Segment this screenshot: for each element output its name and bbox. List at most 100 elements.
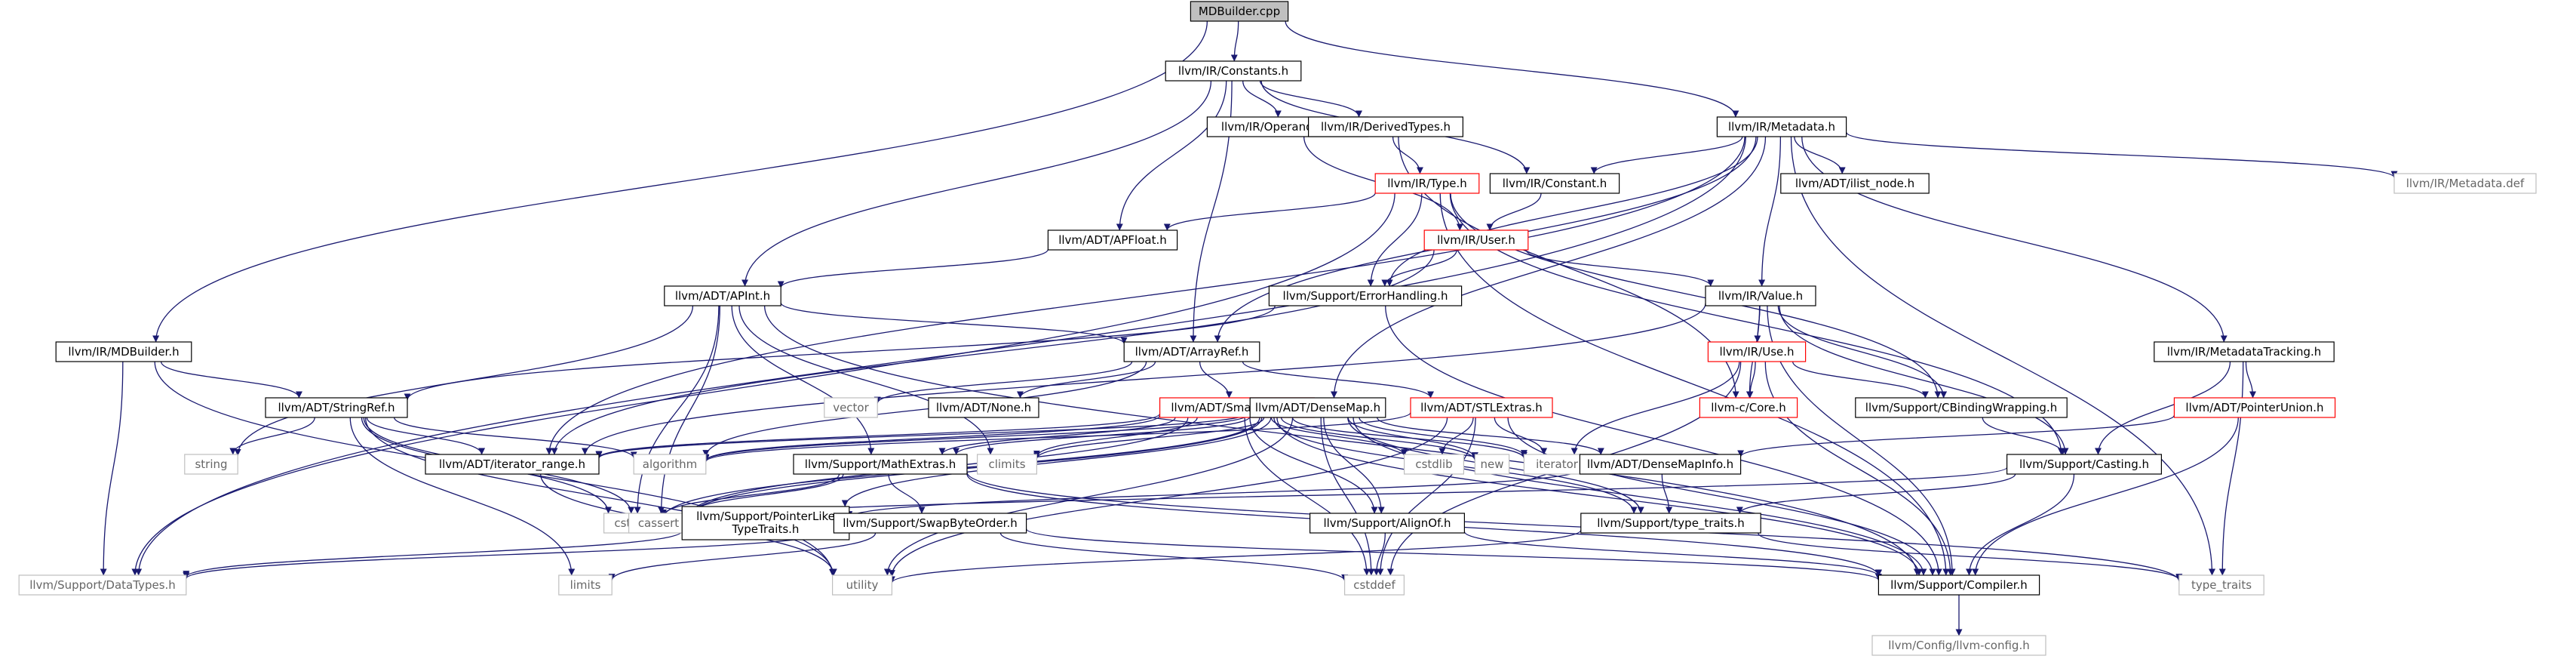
edge-constants-h-to-apint-h — [741, 80, 1212, 287]
node-arrayref-h[interactable]: llvm/ADT/ArrayRef.h — [1123, 341, 1260, 362]
node-apfloat-h[interactable]: llvm/ADT/APFloat.h — [1047, 229, 1178, 251]
node-none-h[interactable]: llvm/ADT/None.h — [928, 397, 1039, 418]
edge-smallvector-h-to-climits — [1033, 417, 1198, 457]
node-box — [1423, 229, 1529, 251]
node-vector: vector — [824, 397, 878, 418]
node-label: limits — [570, 578, 601, 592]
node-box — [681, 506, 850, 540]
edge-metadatatracking-h-to-casting-h — [2095, 361, 2231, 455]
node-pointerunion-h[interactable]: llvm/ADT/PointerUnion.h — [2173, 397, 2336, 418]
node-label: llvm/IR/Use.h — [1719, 345, 1794, 359]
node-swapbyteorder-h[interactable]: llvm/Support/SwapByteOrder.h — [833, 513, 1027, 534]
node-box — [184, 454, 238, 475]
node-metadatatracking-h[interactable]: llvm/IR/MetadataTracking.h — [2154, 341, 2335, 362]
node-casting-h[interactable]: llvm/Support/Casting.h — [2006, 454, 2163, 475]
edge-swapbyteorder-h-to-cstddef — [999, 532, 1348, 581]
node-mdbuilder-h[interactable]: llvm/IR/MDBuilder.h — [55, 341, 192, 362]
edge-metadata-h-to-errorhandling-h — [1386, 136, 1758, 287]
node-box — [1309, 513, 1465, 534]
node-label: iterator — [1536, 457, 1579, 471]
node-compiler-h[interactable]: llvm/Support/Compiler.h — [1878, 574, 2040, 596]
node-user-h[interactable]: llvm/IR/User.h — [1423, 229, 1529, 251]
edge-smallvector-h-to-alignof-h — [1249, 417, 1378, 514]
node-box — [1580, 513, 1761, 534]
node-stringref-h[interactable]: llvm/ADT/StringRef.h — [265, 397, 408, 418]
edge-errorhandling-h-to-stringref-h — [404, 305, 1276, 401]
node-label: cstdlib — [1415, 457, 1452, 471]
node-cstdlib: cstdlib — [1403, 454, 1464, 475]
node-label: llvm/IR/Type.h — [1387, 177, 1467, 190]
node-stlextras-h[interactable]: llvm/ADT/STLExtras.h — [1410, 397, 1553, 418]
node-derivedtypes-h[interactable]: llvm/IR/DerivedTypes.h — [1307, 116, 1463, 137]
edge-metadata-h-to-type-traits — [1790, 136, 2215, 576]
node-box — [976, 454, 1037, 475]
edge-densemap-h-to-algorithm — [702, 413, 1251, 462]
node-box — [1523, 454, 1591, 475]
node-densemap-h[interactable]: llvm/ADT/DenseMap.h — [1249, 397, 1386, 418]
node-box — [1474, 454, 1510, 475]
edge-smallvector-h-to-cstddef — [1244, 417, 1371, 576]
node-label: llvm/IR/MetadataTracking.h — [2167, 345, 2322, 359]
edge-mdbuilder-cpp-to-metadata-h — [1285, 20, 1739, 118]
node-label: llvm/IR/Metadata.def — [2406, 177, 2525, 190]
node-cbindingwrapping-h[interactable]: llvm/Support/CBindingWrapping.h — [1855, 397, 2068, 418]
node-value-h[interactable]: llvm/IR/Value.h — [1705, 285, 1816, 306]
node-iterator: iterator — [1523, 454, 1591, 475]
edge-metadata-h-to-datatypes-h — [135, 136, 1746, 576]
node-label: llvm/IR/Constants.h — [1178, 64, 1288, 78]
edge-constants-h-to-apfloat-h — [1116, 80, 1227, 231]
node-metadata-def: llvm/IR/Metadata.def — [2393, 173, 2537, 194]
node-label: llvm/IR/User.h — [1437, 233, 1515, 247]
edge-type-traits-h-to-type-traits — [1758, 532, 2183, 581]
edge-mathextras-h-to-swapbyteorder-h — [888, 473, 926, 514]
edge-mathextras-h-to-type-traits — [966, 472, 2183, 582]
node-iterator-range-h[interactable]: llvm/ADT/iterator_range.h — [425, 454, 600, 475]
node-label: llvm/ADT/DenseMapInfo.h — [1587, 457, 1733, 471]
node-use-h[interactable]: llvm/IR/Use.h — [1707, 341, 1807, 362]
edge-arrayref-h-to-vector — [874, 361, 1133, 404]
node-box — [1374, 173, 1480, 194]
node-type-h[interactable]: llvm/IR/Type.h — [1374, 173, 1480, 194]
node-type-traits-h[interactable]: llvm/Support/type_traits.h — [1580, 513, 1761, 534]
node-label: llvm/Support/Casting.h — [2019, 457, 2149, 471]
node-constant-h[interactable]: llvm/IR/Constant.h — [1489, 173, 1620, 194]
node-box — [265, 397, 408, 418]
edge-mathextras-h-to-cstring — [659, 473, 840, 517]
edge-pointerunion-h-to-densemapinfo-h — [1737, 414, 2175, 457]
edge-apint-h-to-mathextras-h — [731, 305, 875, 455]
edge-smallvector-h-to-compiler-h — [1276, 417, 1923, 576]
edge-densemap-h-to-utility — [883, 417, 1294, 576]
node-metadata-h[interactable]: llvm/IR/Metadata.h — [1716, 116, 1847, 137]
node-limits: limits — [558, 574, 613, 596]
node-label: llvm/IR/Value.h — [1718, 289, 1803, 303]
node-core-h[interactable]: llvm-c/Core.h — [1699, 397, 1798, 418]
node-apint-h[interactable]: llvm/ADT/APInt.h — [664, 285, 781, 306]
edge-mdbuilder-cpp-to-mdbuilder-h — [152, 20, 1208, 343]
edge-mdbuilder-h-to-stringref-h — [160, 361, 302, 399]
node-box — [833, 513, 1027, 534]
node-constants-h[interactable]: llvm/IR/Constants.h — [1165, 60, 1302, 82]
node-errorhandling-h[interactable]: llvm/Support/ErrorHandling.h — [1268, 285, 1463, 306]
node-box — [2154, 341, 2335, 362]
node-box — [1489, 173, 1620, 194]
node-string: string — [184, 454, 238, 475]
node-label: cassert — [638, 516, 679, 530]
node-label: llvm/IR/Metadata.h — [1728, 120, 1835, 134]
edge-densemap-h-to-iterator-range-h — [595, 411, 1251, 459]
node-mathextras-h[interactable]: llvm/Support/MathExtras.h — [793, 454, 968, 475]
node-label: MDBuilder.cpp — [1199, 5, 1280, 18]
edge-arrayref-h-to-algorithm — [702, 361, 1147, 457]
node-box — [1123, 341, 1260, 362]
node-label: utility — [846, 578, 879, 592]
node-mdbuilder-cpp[interactable]: MDBuilder.cpp — [1190, 1, 1289, 22]
edge-user-h-to-errorhandling-h — [1381, 249, 1457, 287]
edge-use-h-to-iterator — [1570, 361, 1740, 455]
edge-swapbyteorder-h-to-compiler-h — [1025, 528, 1882, 581]
node-densemapinfo-h[interactable]: llvm/ADT/DenseMapInfo.h — [1579, 454, 1742, 475]
edge-cbindingwrapping-h-to-casting-h — [1982, 417, 2067, 455]
edge-casting-h-to-compiler-h — [1966, 473, 2075, 576]
node-ilist-node-h[interactable]: llvm/ADT/ilist_node.h — [1780, 173, 1930, 194]
node-box — [1190, 1, 1289, 22]
node-alignof-h[interactable]: llvm/Support/AlignOf.h — [1309, 513, 1465, 534]
